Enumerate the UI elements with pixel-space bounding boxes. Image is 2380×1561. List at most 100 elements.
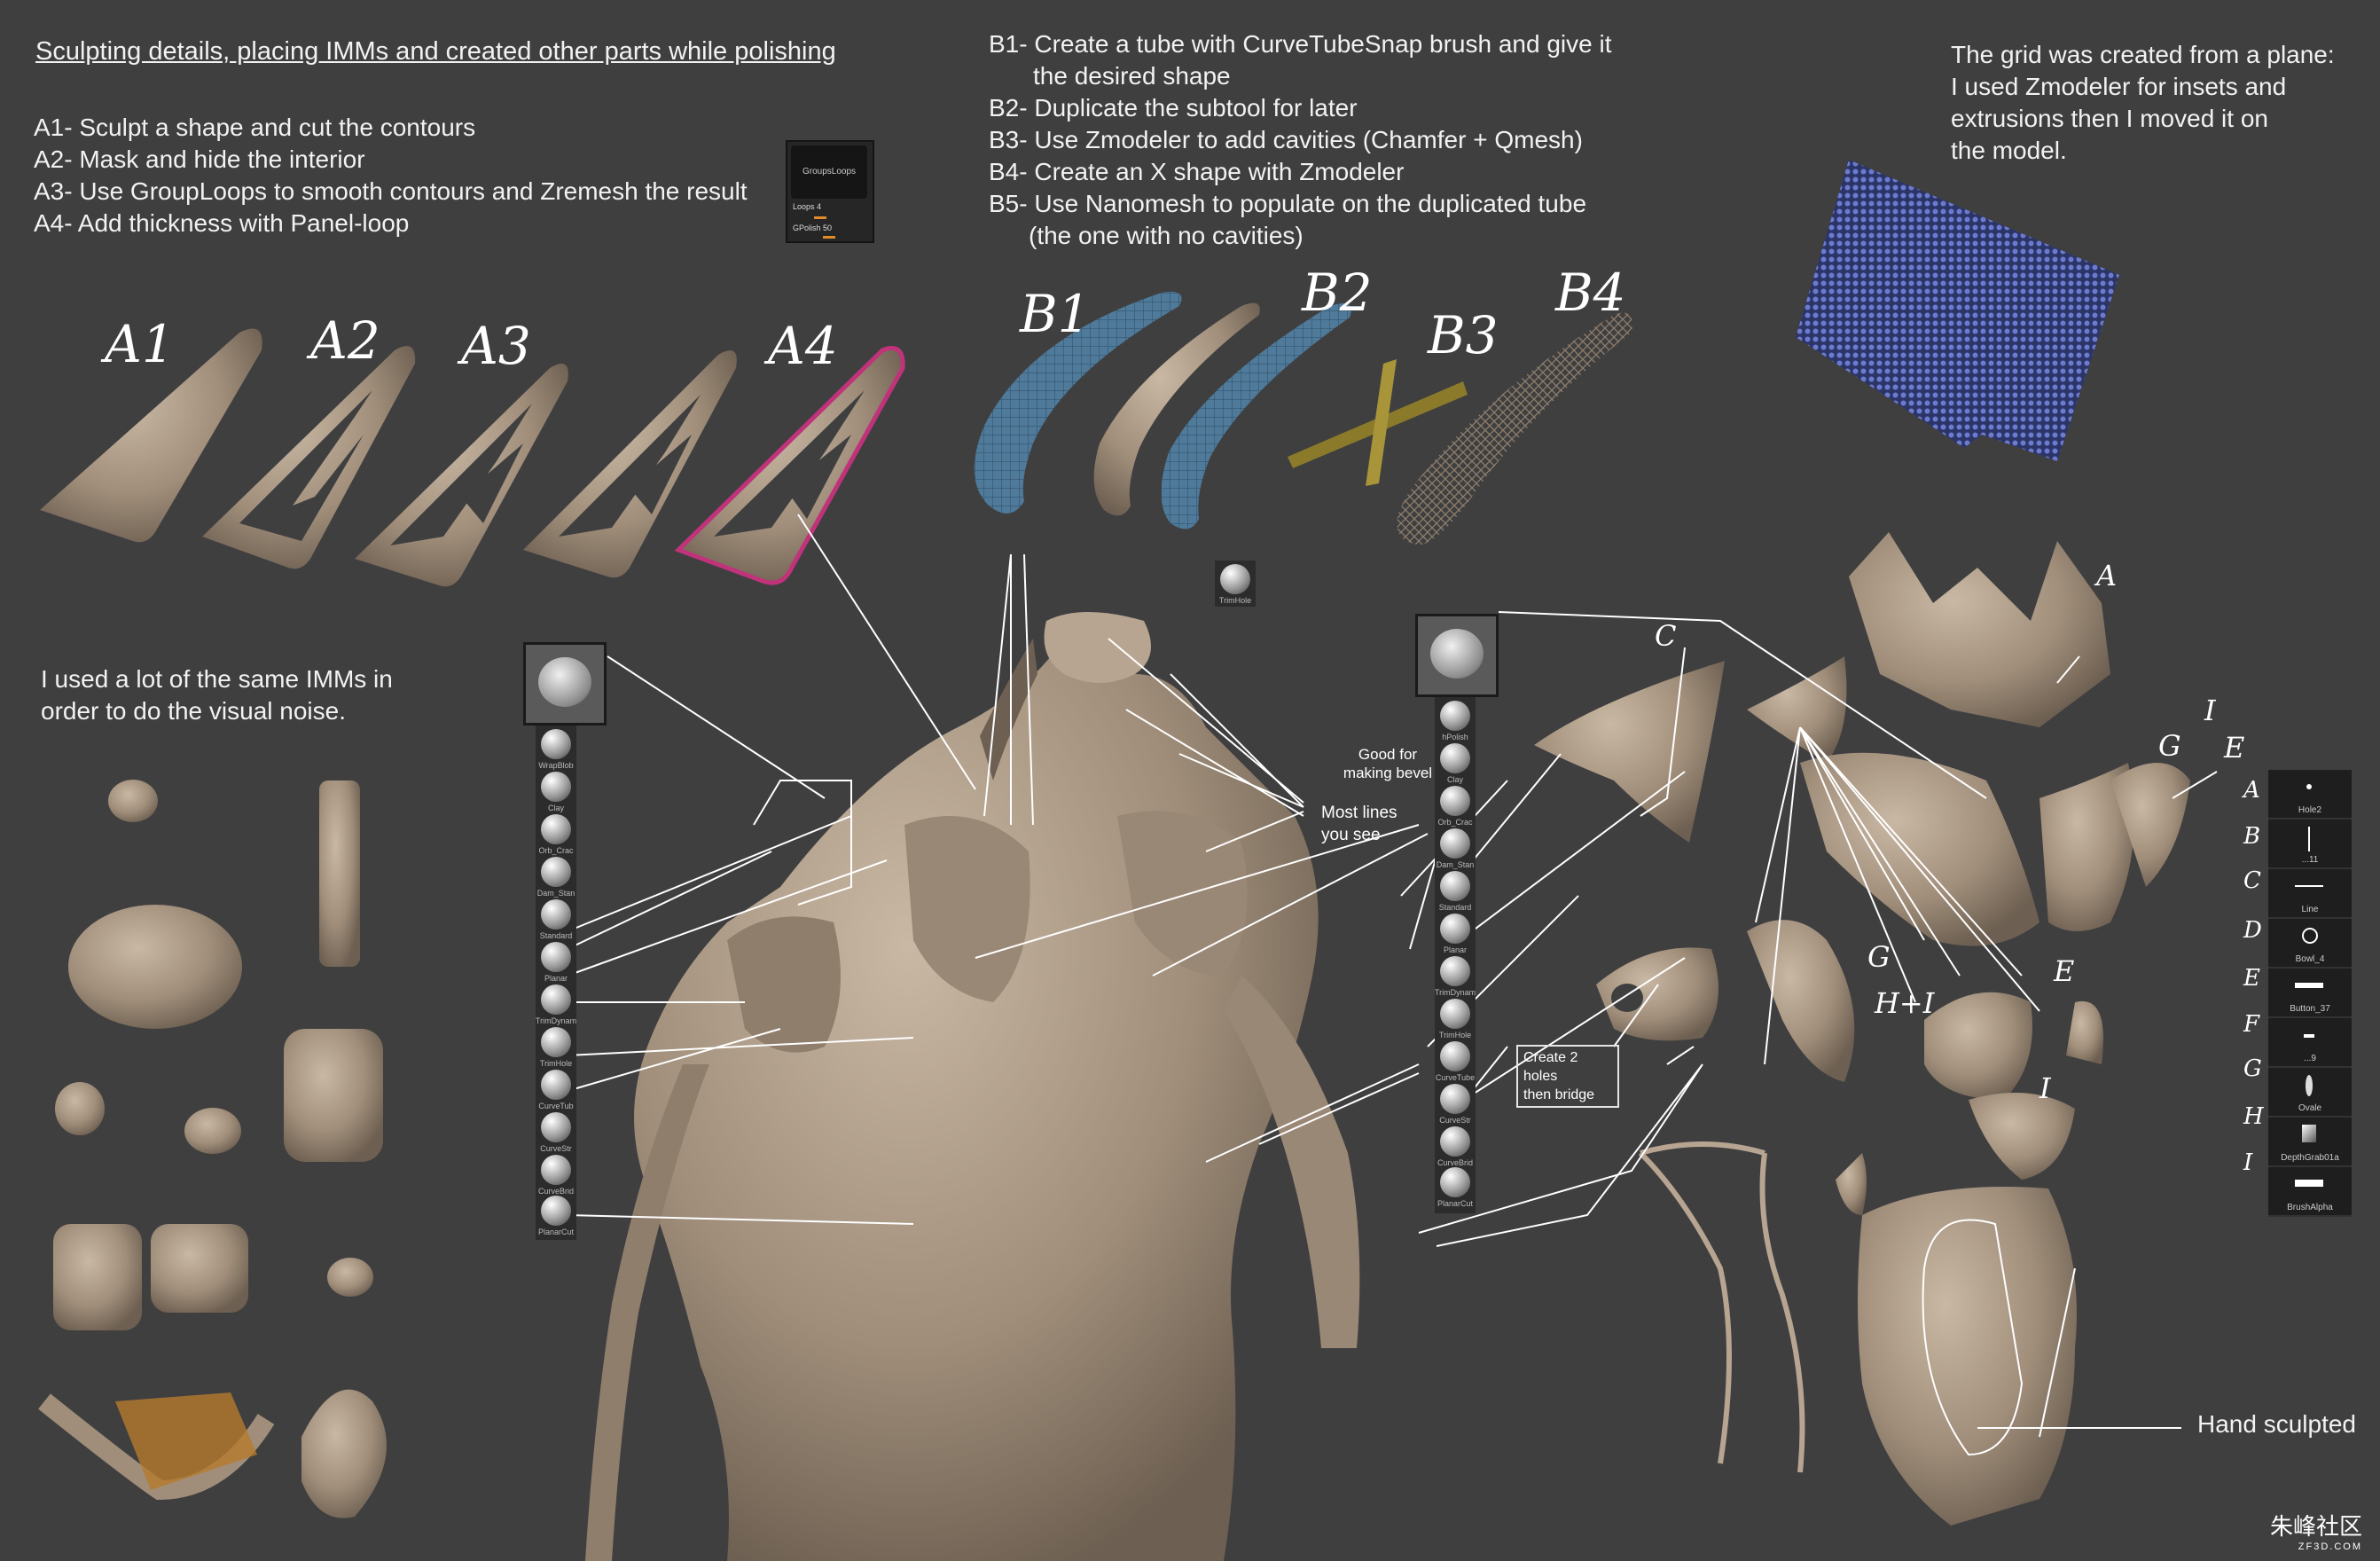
- brush-sphere-1[interactable]: [541, 729, 571, 759]
- part-label-hi: H+I: [1875, 986, 1935, 1020]
- panel-a4: [674, 346, 905, 585]
- step-a3: A3- Use GroupLoops to smooth contours an…: [34, 177, 748, 205]
- part-label-c: C: [1655, 619, 1677, 653]
- alpha-item-8[interactable]: DepthGrab01a: [2268, 1118, 2352, 1167]
- grid-note-1: The grid was created from a plane:: [1951, 41, 2335, 68]
- brush-label-10: CurveStr: [540, 1144, 572, 1153]
- loops-slider-thumb[interactable]: [814, 216, 826, 219]
- brush-sphere-7[interactable]: [541, 984, 571, 1015]
- step-a2: A2- Mask and hide the interior: [34, 145, 365, 173]
- brush-r-sphere-12[interactable]: [1440, 1167, 1470, 1197]
- brush-r-sphere-2[interactable]: [1440, 743, 1470, 773]
- gpolish-slider[interactable]: GPolish 50: [793, 224, 833, 232]
- imm-note-2: order to do the visual noise.: [41, 697, 346, 725]
- part-label-a: A: [2096, 559, 2118, 592]
- imm-note-1: I used a lot of the same IMMs in: [41, 665, 393, 693]
- grouploops-button[interactable]: GroupsLoops: [791, 145, 867, 199]
- alpha-item-7[interactable]: Ovale: [2268, 1068, 2352, 1118]
- brush-r-label-4: Dam_Stan: [1436, 860, 1475, 869]
- panel-a3b: [523, 350, 737, 578]
- brush-r-sphere-6[interactable]: [1440, 914, 1470, 944]
- part-chest: [1800, 752, 2190, 946]
- brush-sphere-12[interactable]: [541, 1196, 571, 1226]
- alpha-letter-a: A: [2243, 777, 2260, 804]
- label-a3: A3: [461, 316, 531, 376]
- grid-plane: [1796, 160, 2119, 461]
- note-most-lines: Most lines you see: [1321, 802, 1428, 846]
- panel-a2: [202, 346, 416, 569]
- alpha-letter-f: F: [2243, 1011, 2260, 1038]
- alpha-name-2: ...11: [2301, 855, 2319, 865]
- brush-label-3: Orb_Crac: [538, 846, 574, 855]
- part-label-e: E: [2224, 731, 2245, 765]
- tube-b1: [974, 292, 1182, 514]
- brush-r-label-11: CurveBrid: [1437, 1158, 1473, 1167]
- shoulder-part-c: [1534, 661, 1725, 843]
- alpha-item-2[interactable]: ...11: [2268, 820, 2352, 869]
- brush-label-8: TrimHole: [539, 1059, 573, 1068]
- brush-column-left: WrapBlob Clay Orb_Crac Dam_Stan Standard…: [536, 726, 576, 1240]
- brush-sphere-4[interactable]: [541, 857, 571, 887]
- brush-r-sphere-11[interactable]: [1440, 1126, 1470, 1157]
- brush-sphere-5[interactable]: [541, 899, 571, 930]
- brush-sphere-3[interactable]: [541, 814, 571, 844]
- part-collar: [1747, 656, 1847, 763]
- brush-label-1: WrapBlob: [538, 761, 574, 770]
- alpha-name-4: Bowl_4: [2295, 954, 2325, 964]
- character-figure: [585, 612, 1360, 1561]
- brush-thumbnail-right[interactable]: [1415, 614, 1499, 697]
- brush-r-label-5: Standard: [1438, 903, 1472, 912]
- page-title: Sculpting details, placing IMMs and crea…: [35, 37, 836, 66]
- alpha-letter-i: I: [2243, 1149, 2253, 1176]
- note-most-lines-line1: Most lines: [1321, 804, 1397, 822]
- brush-trimhole-label: TrimHole: [1218, 596, 1252, 605]
- brush-r-sphere-3[interactable]: [1440, 786, 1470, 816]
- part-ring: [1596, 947, 1718, 1041]
- brush-r-sphere-4[interactable]: [1440, 828, 1470, 859]
- brush-r-sphere-10[interactable]: [1440, 1084, 1470, 1114]
- watermark: 朱峰社区 ZF3D.COM: [2270, 1509, 2362, 1552]
- brush-r-label-7: TrimDynam: [1434, 988, 1476, 997]
- brush-r-sphere-8[interactable]: [1440, 999, 1470, 1029]
- brush-r-label-1: hPolish: [1442, 733, 1468, 741]
- brush-label-6: Planar: [544, 974, 568, 983]
- label-b1: B1: [1020, 284, 1091, 344]
- label-a2: A2: [310, 310, 380, 371]
- brush-sphere-8[interactable]: [541, 1027, 571, 1057]
- alpha-item-5[interactable]: Button_37: [2268, 969, 2352, 1018]
- grid-note-3: extrusions then I moved it on: [1951, 105, 2268, 132]
- brush-r-sphere-1[interactable]: [1440, 701, 1470, 731]
- brush-r-sphere-7[interactable]: [1440, 956, 1470, 986]
- brush-sphere-11[interactable]: [541, 1155, 571, 1185]
- alpha-item-6[interactable]: ...9: [2268, 1018, 2352, 1068]
- brush-sphere-9[interactable]: [541, 1070, 571, 1100]
- alpha-item-1[interactable]: Hole2: [2268, 770, 2352, 820]
- brush-r-sphere-5[interactable]: [1440, 871, 1470, 901]
- brush-sphere-10[interactable]: [541, 1112, 571, 1142]
- brush-thumbnail-left[interactable]: [523, 642, 607, 726]
- loops-slider[interactable]: Loops 4: [793, 202, 822, 211]
- part-label-g: G: [2158, 729, 2181, 763]
- label-a4: A4: [768, 316, 838, 376]
- brush-r-label-8: TrimHole: [1438, 1031, 1472, 1039]
- part-small-pieces: [1924, 992, 2103, 1180]
- grid-note-4: the model.: [1951, 137, 2067, 164]
- brush-r-sphere-9[interactable]: [1440, 1041, 1470, 1071]
- alpha-name-7: Ovale: [2298, 1103, 2322, 1113]
- grouploops-label: GroupsLoops: [802, 167, 857, 176]
- brush-sphere-6[interactable]: [541, 942, 571, 972]
- brush-label-9: CurveTub: [538, 1102, 574, 1110]
- gpolish-slider-thumb[interactable]: [823, 236, 835, 239]
- brush-label-2: Clay: [547, 804, 564, 812]
- watermark-url: ZF3D.COM: [2298, 1541, 2362, 1552]
- brush-label-11: CurveBrid: [537, 1187, 574, 1196]
- brush-r-label-2: Clay: [1446, 775, 1463, 784]
- alpha-item-9[interactable]: BrushAlpha: [2268, 1167, 2352, 1217]
- alpha-item-4[interactable]: Bowl_4: [2268, 919, 2352, 969]
- alpha-name-1: Hole2: [2298, 805, 2322, 815]
- brush-sphere-2[interactable]: [541, 772, 571, 802]
- x-shape-b3: [1288, 359, 1468, 486]
- alpha-item-3[interactable]: Line: [2268, 869, 2352, 919]
- tube-b2-mesh: [1161, 302, 1351, 529]
- brush-trimhole[interactable]: TrimHole: [1215, 561, 1256, 607]
